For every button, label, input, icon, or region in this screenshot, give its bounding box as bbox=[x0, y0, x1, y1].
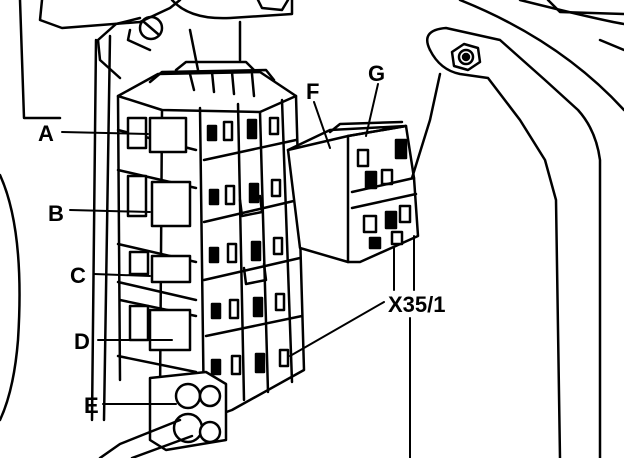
callout-d: D bbox=[74, 329, 90, 354]
callout-e: E bbox=[84, 393, 99, 418]
callout-c: C bbox=[70, 263, 86, 288]
callout-x35-1: X35/1 bbox=[388, 292, 446, 317]
relay-f-and-socket-g bbox=[286, 120, 420, 264]
bracket-screw bbox=[138, 15, 164, 41]
background-panels bbox=[0, 0, 624, 422]
callout-f: F bbox=[306, 79, 319, 104]
callout-g: G bbox=[368, 61, 385, 86]
fuse-row-marks bbox=[206, 116, 290, 376]
callout-a: A bbox=[38, 121, 54, 146]
relay-block-housing bbox=[116, 60, 306, 422]
mounting-bracket bbox=[410, 26, 602, 458]
leader-lines bbox=[61, 83, 415, 458]
cable-entry bbox=[98, 370, 228, 458]
mounting-plate bbox=[90, 16, 152, 422]
callout-b: B bbox=[48, 201, 64, 226]
